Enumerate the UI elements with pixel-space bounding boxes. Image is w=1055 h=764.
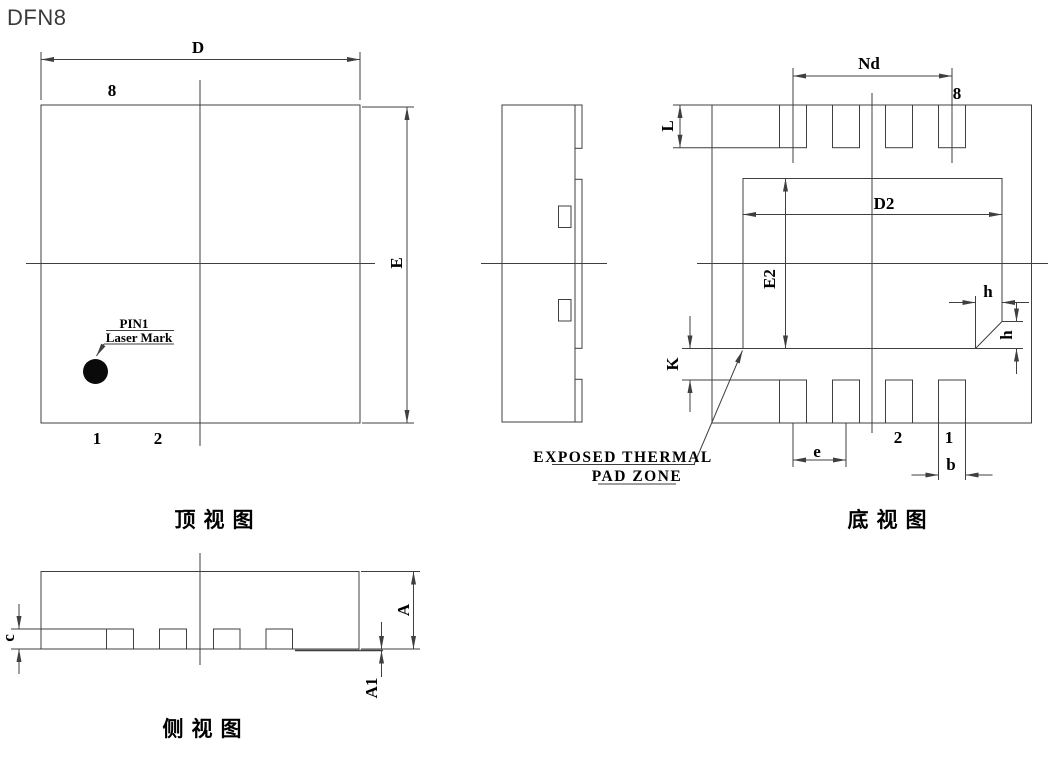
dim-label-d2: D2 bbox=[874, 194, 895, 213]
top-view bbox=[26, 52, 414, 446]
pad bbox=[832, 379, 860, 424]
dim-label-e-pitch: e bbox=[813, 442, 821, 461]
lead bbox=[265, 628, 293, 650]
dim-label-e2: E2 bbox=[760, 269, 779, 289]
pin1-label: PIN1 bbox=[120, 316, 149, 331]
dim-label-h-top: h bbox=[983, 282, 993, 301]
dim-label-c: c bbox=[0, 634, 18, 642]
thermal-pad-note-line2: PAD ZONE bbox=[592, 468, 683, 485]
pad bbox=[832, 104, 860, 149]
dim-label-d: D bbox=[192, 38, 204, 57]
lead bbox=[159, 628, 187, 650]
pin-number-1-top: 1 bbox=[93, 429, 102, 448]
lead-detail bbox=[558, 205, 572, 228]
dim-label-l: L bbox=[658, 120, 677, 131]
exposed-pad-outline bbox=[742, 178, 1003, 349]
pad bbox=[885, 379, 913, 424]
dim-label-a1: A1 bbox=[362, 678, 381, 699]
lead-strip bbox=[574, 178, 583, 349]
lead-detail bbox=[558, 299, 572, 322]
side-view bbox=[11, 553, 420, 677]
pin-number-8-top: 8 bbox=[108, 81, 117, 100]
pin-number-1-bottom: 1 bbox=[945, 428, 954, 447]
dim-label-e: E bbox=[387, 257, 406, 268]
end-view bbox=[481, 104, 607, 423]
lead-strip bbox=[574, 378, 583, 423]
side-view-caption: 侧视图 bbox=[163, 717, 250, 741]
pin-number-8-bottom: 8 bbox=[953, 84, 962, 103]
lead-strip bbox=[574, 104, 583, 149]
dim-label-b: b bbox=[946, 455, 955, 474]
lead bbox=[106, 628, 134, 650]
page-title: DFN8 bbox=[7, 5, 66, 30]
dim-label-h-side: h bbox=[997, 330, 1016, 340]
pad bbox=[779, 379, 807, 424]
pin1-dot-marker bbox=[83, 359, 108, 384]
pad bbox=[885, 104, 913, 149]
pad bbox=[938, 379, 966, 424]
dim-label-a: A bbox=[394, 603, 413, 616]
dim-label-k: K bbox=[663, 357, 682, 371]
top-view-caption: 顶视图 bbox=[175, 508, 262, 532]
pin-number-2-bottom: 2 bbox=[894, 428, 903, 447]
bottom-view-caption: 底视图 bbox=[848, 508, 935, 532]
pin-number-2-top: 2 bbox=[154, 429, 163, 448]
lead bbox=[213, 628, 241, 650]
leader-line bbox=[96, 343, 106, 357]
leader-line bbox=[693, 350, 743, 465]
bottom-view bbox=[552, 68, 1048, 485]
laser-mark-label: Laser Mark bbox=[106, 330, 173, 345]
thermal-pad-note-line1: EXPOSED THERMAL bbox=[533, 449, 712, 466]
dim-label-nd: Nd bbox=[858, 54, 880, 73]
